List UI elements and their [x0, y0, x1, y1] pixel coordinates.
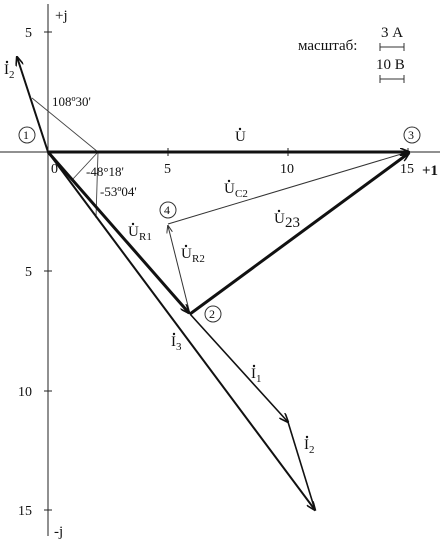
svg-text:U: U — [181, 246, 192, 262]
label-I2-top: I 2 — [4, 60, 15, 81]
scale-bars — [379, 43, 405, 83]
svg-text:2: 2 — [9, 69, 15, 81]
plus-one-label: +1 — [422, 163, 438, 179]
imag-tick-down-5: 5 — [25, 265, 32, 280]
origin-label: 0 — [51, 162, 58, 177]
real-tick-5: 5 — [164, 162, 171, 177]
label-U23: U 23 — [274, 209, 300, 231]
svg-text:1: 1 — [256, 373, 262, 385]
angle-108: 108º30' — [52, 94, 91, 109]
vector-I2-up-line — [17, 57, 49, 153]
vector-UR2-line — [168, 226, 191, 315]
label-UC2: U C2 — [224, 179, 248, 200]
plus-j-label: +j — [55, 8, 68, 24]
svg-text:2: 2 — [309, 444, 315, 456]
vector-U23-line — [189, 153, 409, 316]
imag-tick-up-5: 5 — [25, 26, 32, 41]
label-UR1: U R1 — [128, 222, 152, 243]
node-3: 3 — [403, 126, 421, 144]
minus-j-label: -j — [54, 524, 63, 540]
angle-53: -53º04' — [100, 184, 137, 199]
construction-line-2 — [71, 151, 99, 181]
imag-axis-ticks — [44, 31, 52, 511]
node-2: 2 — [204, 305, 222, 323]
svg-text:I: I — [251, 366, 256, 382]
svg-text:4: 4 — [164, 203, 170, 217]
imag-tick-down-10: 10 — [18, 385, 32, 400]
svg-text:23: 23 — [285, 215, 300, 231]
svg-text:R2: R2 — [192, 253, 205, 265]
svg-text:2: 2 — [209, 307, 215, 321]
label-I2-bottom: I 2 — [304, 435, 315, 456]
svg-text:C2: C2 — [235, 188, 248, 200]
real-tick-10: 10 — [280, 162, 294, 177]
svg-text:3: 3 — [176, 341, 182, 353]
label-I3: I 3 — [171, 332, 182, 353]
svg-text:3: 3 — [408, 128, 414, 142]
real-tick-15: 15 — [400, 162, 414, 177]
vector-I2-down-line — [287, 421, 316, 511]
vector-UR1-line — [46, 151, 189, 313]
vector-I1-line — [189, 313, 288, 422]
node-1: 1 — [18, 126, 36, 144]
svg-text:U: U — [128, 224, 139, 240]
svg-text:U: U — [224, 181, 235, 197]
label-UR2: U R2 — [181, 244, 205, 265]
scale-current: 3 А — [381, 25, 403, 41]
vector-UC2-line — [167, 152, 408, 225]
svg-text:I: I — [304, 437, 309, 453]
svg-text:R1: R1 — [139, 231, 152, 243]
svg-text:I: I — [171, 334, 176, 350]
label-I1: I 1 — [251, 364, 262, 385]
vector-I3-line — [47, 151, 315, 510]
scale-label: масштаб: — [298, 38, 357, 54]
imag-tick-down-15: 15 — [18, 504, 32, 519]
svg-text:U: U — [274, 211, 285, 227]
scale-voltage: 10 В — [376, 57, 405, 73]
angle-48: -48°18' — [86, 164, 124, 179]
svg-text:1: 1 — [23, 128, 29, 142]
construction-line-1 — [31, 97, 99, 153]
label-U: U — [235, 127, 246, 145]
node-4: 4 — [159, 201, 177, 219]
svg-text:U: U — [235, 129, 246, 145]
svg-text:I: I — [4, 62, 9, 78]
